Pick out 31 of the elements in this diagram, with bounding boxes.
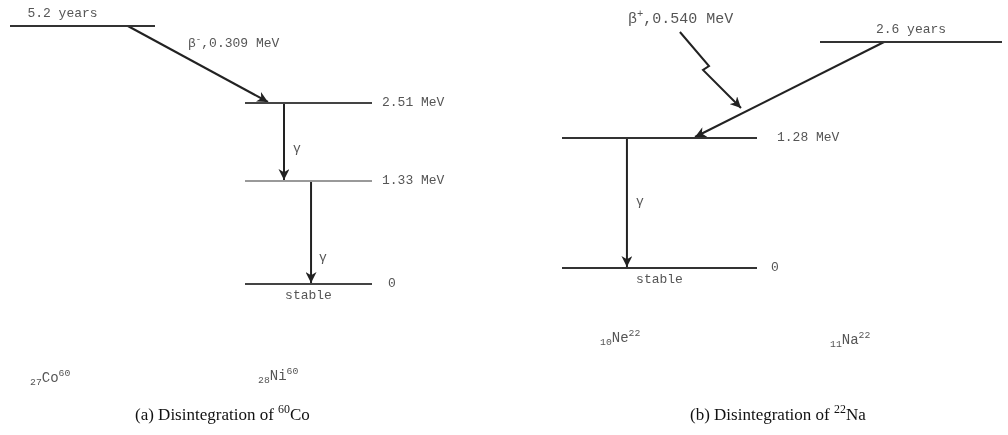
figure-caption: (a) Disintegration of $^{60}$Co [135, 402, 310, 425]
half-life-label: 2.6 years [874, 22, 948, 37]
nuclide-label: $_{10}$Ne$^{22}$ [600, 328, 641, 349]
energy-value-label: 1.28 MeV [777, 130, 840, 145]
energy-level-line [562, 137, 757, 139]
transition-arrow [278, 102, 290, 181]
edge-label: γ [319, 250, 327, 265]
energy-level-line [245, 180, 372, 182]
energy-value-label: 2.51 MeV [382, 95, 445, 110]
level-label: stable [635, 272, 684, 287]
level-label: stable [284, 288, 333, 303]
energy-level-line [820, 22, 1002, 43]
nuclide-label: $_{11}$Na$^{22}$ [830, 330, 871, 351]
nuclide-label: $_{28}$Ni$^{60}$ [258, 366, 299, 387]
figure-caption: (b) Disintegration of $^{22}$Na [690, 402, 866, 425]
energy-value-label: 0 [771, 260, 779, 275]
edge-label: γ [293, 141, 301, 156]
edge-label: γ [636, 194, 644, 209]
half-life-label: 5.2 years [26, 6, 99, 21]
transition-arrow [621, 137, 633, 268]
energy-value-label: 1.33 MeV [382, 173, 445, 188]
transition-arrow [694, 41, 886, 138]
transition-arrow [126, 25, 269, 103]
energy-level-line [245, 102, 372, 104]
zigzag-arrow [678, 31, 742, 109]
edge-label: β$^{-}$,0.309 MeV [188, 34, 280, 52]
transition-arrow [305, 180, 317, 284]
energy-level-line [10, 6, 155, 27]
emission-label: β$^{+}$,0.540 MeV [628, 8, 746, 28]
energy-value-label: 0 [388, 276, 396, 291]
nuclide-label: $_{27}$Co$^{60}$ [30, 368, 71, 389]
